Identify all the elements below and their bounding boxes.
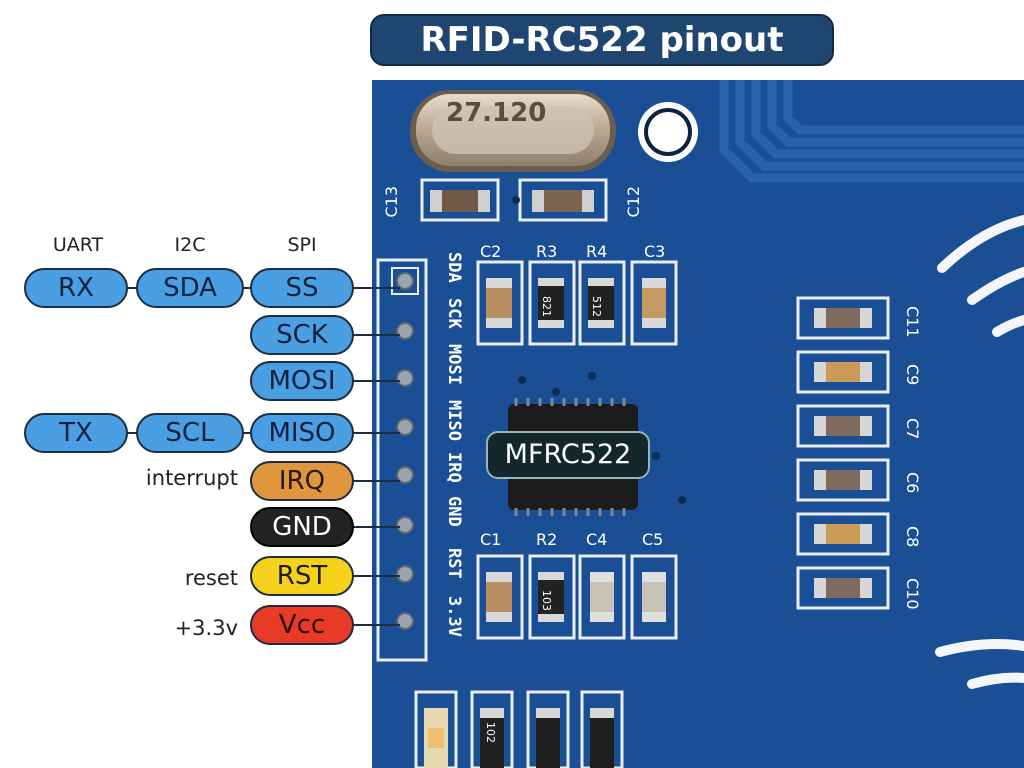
label-c7: C7: [903, 418, 922, 440]
note-3v3: +3.3v: [174, 616, 238, 640]
label-c6: C6: [903, 472, 922, 494]
upper-components: [476, 260, 678, 346]
label-c5: C5: [642, 530, 664, 549]
board-pin-3v3: 3.3V: [444, 596, 464, 637]
pill-i2c-scl: SCL: [136, 413, 244, 453]
column-spi: SPI: [287, 234, 317, 256]
rc522-board: [372, 80, 1024, 768]
bottom-components: [414, 690, 624, 768]
pin-header: [376, 258, 428, 662]
pill-uart-rx: RX: [24, 268, 128, 308]
lower-components: [476, 554, 678, 640]
label-c4: C4: [586, 530, 608, 549]
label-r4: R4: [586, 242, 608, 261]
page-title: RFID-RC522 pinout: [370, 14, 834, 66]
pill-spi-sck: SCK: [250, 315, 354, 355]
label-c10: C10: [903, 578, 922, 610]
label-c11: C11: [903, 306, 922, 338]
bottom-resistor-code: 102: [484, 722, 497, 743]
chip-label: MFRC522: [486, 431, 650, 479]
label-c8: C8: [903, 526, 922, 548]
label-c2: C2: [480, 242, 502, 261]
pill-gnd: GND: [250, 507, 354, 547]
connector-lines: [126, 287, 400, 626]
label-c1: C1: [480, 530, 502, 549]
pill-vcc: Vcc: [250, 605, 354, 645]
note-reset: reset: [184, 566, 238, 590]
pill-spi-ss: SS: [250, 268, 354, 308]
label-c3: C3: [644, 242, 666, 261]
board-pin-sda: SDA: [444, 252, 464, 283]
antenna-traces: [719, 80, 1024, 183]
crystal-marking: 27.120: [446, 98, 547, 128]
antenna-arcs: [935, 215, 1024, 689]
label-r2: R2: [536, 530, 558, 549]
board-pin-names: SDA SCK MOSI MISO IRQ GND RST 3.3V: [434, 252, 464, 672]
pill-rst: RST: [250, 556, 354, 596]
board-pin-gnd: GND: [444, 496, 464, 527]
label-r3: R3: [536, 242, 558, 261]
pill-spi-miso: MISO: [250, 413, 354, 453]
crystal: [410, 90, 616, 172]
board-pin-rst: RST: [444, 548, 464, 579]
board-pin-irq: IRQ: [444, 452, 464, 483]
pill-i2c-sda: SDA: [136, 268, 244, 308]
note-interrupt: interrupt: [145, 466, 238, 490]
column-uart: UART: [52, 234, 104, 256]
pill-uart-tx: TX: [24, 413, 128, 453]
board-pin-sck: SCK: [444, 298, 464, 329]
pill-spi-mosi: MOSI: [250, 361, 354, 401]
board-artwork: [372, 80, 1024, 768]
board-pin-miso: MISO: [444, 400, 464, 441]
r4-code: 512: [590, 296, 603, 317]
r3-code: 821: [540, 296, 553, 317]
r2-code: 103: [540, 590, 553, 611]
board-pin-mosi: MOSI: [444, 344, 464, 385]
label-c9: C9: [903, 364, 922, 386]
right-capacitors: [796, 296, 890, 610]
label-c12: C12: [624, 186, 643, 218]
pill-irq: IRQ: [250, 461, 354, 501]
column-i2c: I2C: [174, 234, 206, 256]
